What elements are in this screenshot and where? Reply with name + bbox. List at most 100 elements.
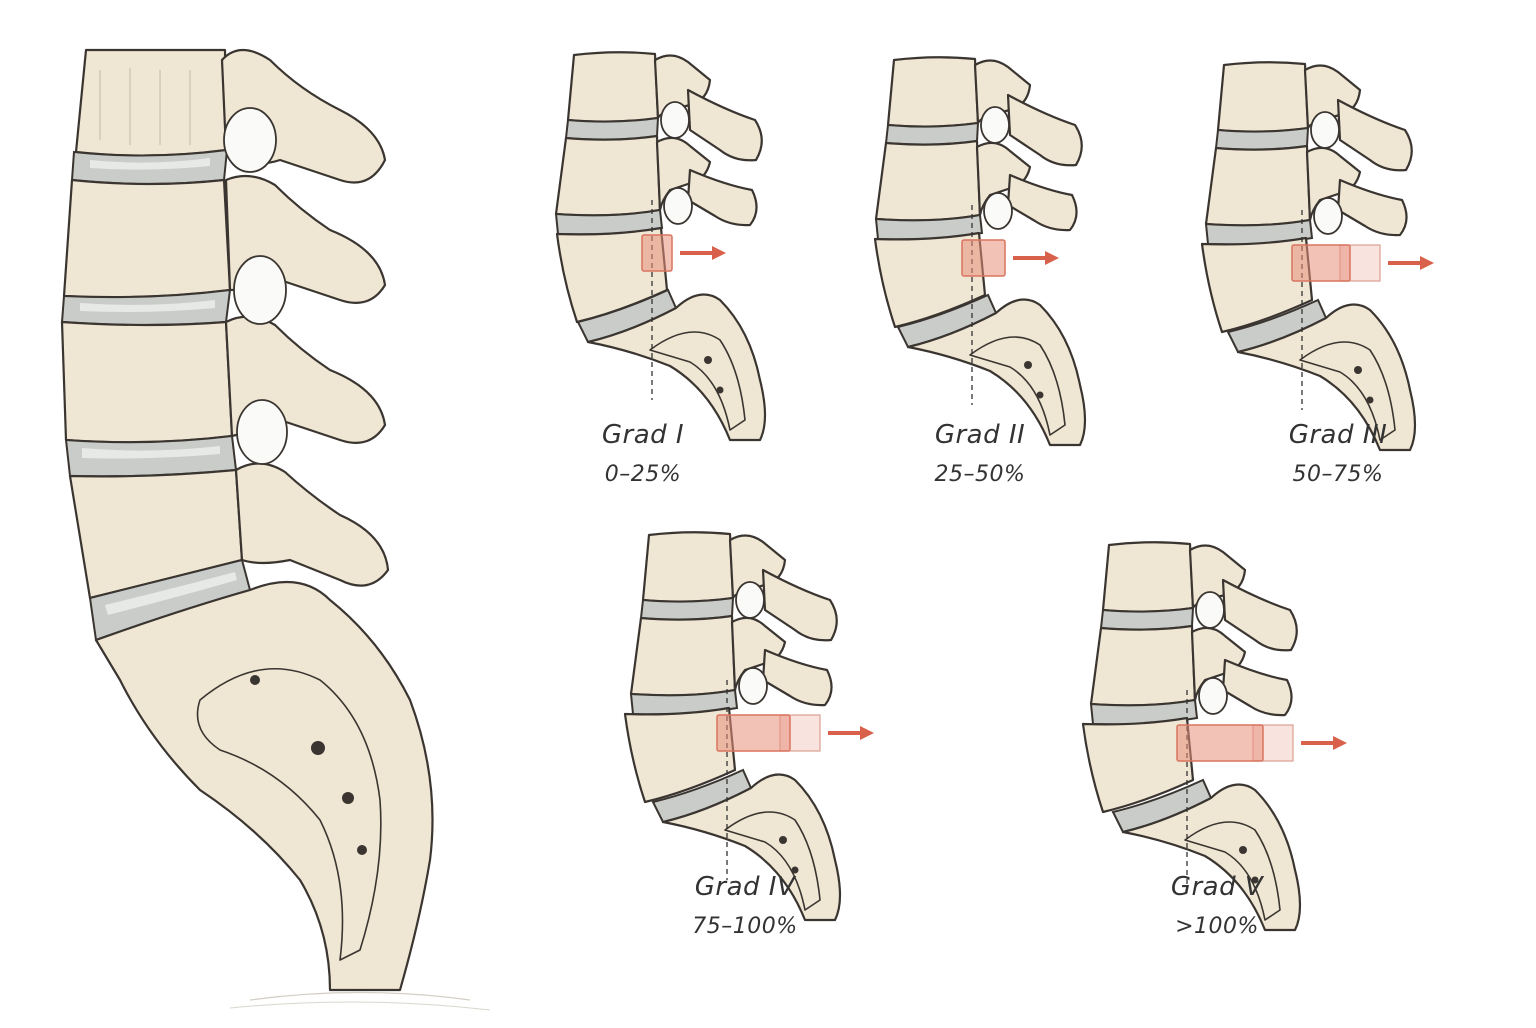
sacrum <box>94 580 434 992</box>
sacral-ala <box>969 336 1066 436</box>
slip-highlight <box>641 234 673 272</box>
grade-5-label: Grad V <box>1170 872 1264 902</box>
grade-1-label: Grad I <box>601 420 685 450</box>
disc-l3-l4 <box>884 121 980 146</box>
foramen-lower <box>738 667 768 705</box>
sacral-foramen-3 <box>342 792 354 804</box>
grade-4-diagram <box>623 531 874 922</box>
vertebra-l3 <box>641 531 735 603</box>
disc-l3-l4 <box>1214 126 1310 151</box>
vertebra-l5 <box>1200 236 1314 334</box>
sacral-foramen <box>716 386 724 394</box>
foramen-upper <box>1310 111 1340 149</box>
foramen-upper <box>980 106 1010 144</box>
spinous-process-l4 <box>761 648 833 707</box>
vertebra-l3 <box>60 320 234 444</box>
grade-5-diagram <box>1081 541 1347 932</box>
arrowhead-icon <box>1045 251 1059 265</box>
foramen-lower <box>1313 197 1343 235</box>
vertebra-l2 <box>62 178 232 299</box>
sacral-ala <box>724 811 821 911</box>
foramen-upper <box>1195 591 1225 629</box>
spinous-process-l3 <box>686 88 763 162</box>
sacrum <box>661 773 842 922</box>
vertebra-l3 <box>886 56 980 128</box>
intervertebral-foramen-1 <box>223 107 277 173</box>
grade-3-label: Grad III <box>1288 420 1388 450</box>
grade-3-diagram <box>1200 61 1434 452</box>
sacral-foramen <box>779 836 787 844</box>
spinous-process-l3 <box>1006 93 1083 167</box>
grade-4-range: 75–100% <box>692 914 798 939</box>
vertebra-l4 <box>874 139 982 222</box>
vertebra-l3 <box>1216 61 1310 133</box>
sacral-foramen <box>1024 361 1032 369</box>
grade-3-range: 50–75% <box>1292 462 1384 487</box>
sacral-foramen <box>1366 396 1374 404</box>
grade-4-label: Grad IV <box>694 872 796 902</box>
arrowhead-icon <box>712 246 726 260</box>
spinous-process-l4 <box>1006 173 1078 232</box>
sacral-foramen <box>1036 391 1044 399</box>
sacral-foramen-1 <box>250 675 260 685</box>
spinous-process-l4 <box>1336 178 1408 237</box>
foramen-upper <box>735 581 765 619</box>
vertebra-l5 <box>1081 716 1195 814</box>
arrowhead-icon <box>1333 736 1347 750</box>
sacral-foramen-4 <box>357 845 367 855</box>
disc-l3-l4 <box>1099 606 1195 631</box>
sacral-foramen <box>791 866 799 874</box>
foramen-lower <box>983 192 1013 230</box>
spinous-process-l4 <box>1221 658 1293 717</box>
vertebra-l3 <box>1101 541 1195 613</box>
spinous-process-l4 <box>686 168 758 227</box>
slip-highlight <box>716 714 791 752</box>
spinous-process-4 <box>234 462 390 587</box>
intervertebral-foramen-3 <box>236 399 288 465</box>
grade-1-range: 0–25% <box>604 462 682 487</box>
sacrum <box>1236 303 1417 452</box>
sacral-foramen <box>704 356 712 364</box>
sacrum <box>1121 783 1302 932</box>
vertebra-l4 <box>554 134 662 217</box>
sacrum <box>586 293 767 442</box>
slip-highlight <box>1176 724 1264 762</box>
slip-highlight <box>961 239 1006 277</box>
slip-highlight <box>1291 244 1351 282</box>
foramen-upper <box>660 101 690 139</box>
spinous-process-l3 <box>761 568 838 642</box>
vertebra-l4 <box>1089 624 1197 707</box>
sacral-ala <box>196 668 382 961</box>
grade-2-range: 25–50% <box>934 462 1026 487</box>
vertebra-l5-group <box>623 706 737 804</box>
arrowhead-icon <box>1420 256 1434 270</box>
sacrum <box>906 298 1087 447</box>
grade-5-range: >100% <box>1175 914 1259 939</box>
grade-1-diagram <box>554 51 767 442</box>
intervertebral-foramen-2 <box>233 255 287 325</box>
vertebra-l5-group <box>1200 236 1314 334</box>
sacral-ala <box>1184 821 1281 921</box>
disc-l3-l4 <box>639 596 735 621</box>
vertebra-l4 <box>629 614 737 697</box>
arrowhead-icon <box>860 726 874 740</box>
spinous-process-l3 <box>1336 98 1413 172</box>
spinous-process-l3 <box>1221 578 1298 652</box>
vertebra-l5-group <box>1081 716 1195 814</box>
vertebra-l3 <box>566 51 660 123</box>
vertebra-l5 <box>623 706 737 804</box>
vertebra-l5 <box>873 231 987 329</box>
grade-2-label: Grad II <box>934 420 1026 450</box>
sacral-ala <box>649 331 746 431</box>
vertebra-upper <box>74 48 228 157</box>
sacral-foramen <box>1354 366 1362 374</box>
lumbar-spine-overview <box>60 48 491 1011</box>
foramen-lower <box>1198 677 1228 715</box>
vertebra-l4 <box>1204 144 1312 227</box>
sacral-ala <box>1299 341 1396 441</box>
disc-l3-l4 <box>564 116 660 141</box>
sacral-foramen <box>1251 876 1259 884</box>
sacral-foramen-2 <box>311 741 325 755</box>
